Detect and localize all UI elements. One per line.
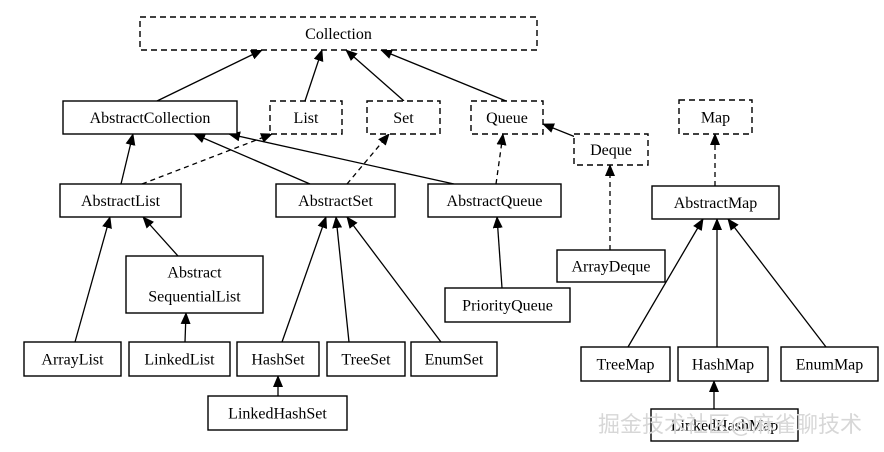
- node-linked-hash-set: LinkedHashSet: [207, 395, 348, 431]
- node-enum-map: EnumMap: [780, 346, 879, 382]
- svg-text:ArrayList: ArrayList: [41, 352, 104, 369]
- svg-text:Collection: Collection: [305, 26, 372, 43]
- svg-text:Queue: Queue: [486, 110, 528, 127]
- arrow-tree-map-to-abstract-map: [627, 218, 704, 348]
- arrow-priority-queue-to-abstract-queue: [492, 216, 503, 289]
- node-abstract-set: AbstractSet: [275, 183, 396, 218]
- svg-text:Abstract: Abstract: [167, 265, 222, 282]
- svg-text:LinkedHashSet: LinkedHashSet: [228, 406, 327, 423]
- svg-text:PriorityQueue: PriorityQueue: [462, 298, 553, 315]
- node-tree-set: TreeSet: [326, 341, 406, 377]
- svg-text:ArrayDeque: ArrayDeque: [571, 259, 650, 276]
- node-hash-map: HashMap: [677, 346, 769, 382]
- svg-text:AbstractCollection: AbstractCollection: [90, 110, 211, 127]
- node-linked-hash-map: LinkedHashMap: [650, 408, 799, 442]
- watermark-text: 掘金技术社区@麻雀聊技术: [598, 413, 862, 438]
- node-abstract-collection: AbstractCollection: [62, 100, 238, 135]
- arrow-abstract-collection-to-collection: [156, 49, 263, 102]
- arrow-abstract-set-to-set: [346, 133, 390, 185]
- svg-text:LinkedList: LinkedList: [144, 352, 215, 369]
- node-abstract-list: AbstractList: [59, 183, 182, 218]
- arrow-set-to-collection: [345, 49, 405, 102]
- arrow-abstract-list-to-abstract-collection: [120, 133, 136, 185]
- arrow-enum-set-to-abstract-set: [346, 216, 442, 343]
- node-array-deque: ArrayDeque: [556, 249, 666, 283]
- arrow-abstract-set-to-abstract-collection: [193, 133, 311, 185]
- node-tree-map: TreeMap: [580, 346, 671, 382]
- node-deque: Deque: [573, 133, 649, 166]
- arrow-linked-list-to-abstract-sequential-list: [180, 312, 191, 343]
- svg-text:Map: Map: [701, 110, 730, 127]
- node-abstract-queue: AbstractQueue: [427, 183, 562, 218]
- svg-text:List: List: [294, 110, 319, 127]
- svg-text:AbstractMap: AbstractMap: [674, 195, 758, 212]
- node-collection: Collection: [139, 16, 538, 51]
- svg-text:LinkedHashMap: LinkedHashMap: [671, 418, 779, 435]
- svg-text:EnumSet: EnumSet: [425, 352, 484, 369]
- arrow-abstract-queue-to-abstract-collection: [228, 131, 455, 185]
- node-map: Map: [678, 99, 753, 135]
- node-linked-list: LinkedList: [128, 341, 231, 377]
- arrow-abstract-sequential-list-to-abstract-list: [142, 216, 179, 257]
- arrow-queue-to-collection: [380, 49, 507, 102]
- node-array-list: ArrayList: [23, 341, 122, 377]
- svg-text:HashSet: HashSet: [251, 352, 305, 369]
- node-enum-set: EnumSet: [410, 341, 498, 377]
- node-hash-set: HashSet: [236, 341, 320, 377]
- type-nodes: Collection AbstractCollection List Set Q…: [23, 16, 879, 442]
- svg-text:TreeMap: TreeMap: [596, 357, 654, 374]
- arrow-array-list-to-abstract-list: [74, 216, 112, 343]
- svg-text:Set: Set: [393, 110, 414, 127]
- arrow-enum-map-to-abstract-map: [727, 218, 827, 348]
- svg-text:AbstractList: AbstractList: [81, 193, 161, 210]
- arrow-abstract-queue-to-queue: [495, 133, 507, 185]
- svg-text:AbstractQueue: AbstractQueue: [447, 193, 543, 210]
- svg-text:HashMap: HashMap: [692, 357, 754, 374]
- node-abstract-sequential-list: Abstract SequentialList: [125, 255, 264, 314]
- node-abstract-map: AbstractMap: [651, 185, 780, 220]
- node-queue: Queue: [470, 100, 544, 135]
- svg-text:TreeSet: TreeSet: [341, 352, 391, 369]
- svg-text:SequentialList: SequentialList: [148, 289, 241, 306]
- inheritance-arrows: [74, 49, 827, 409]
- arrow-hash-set-to-abstract-set: [281, 216, 328, 343]
- svg-text:EnumMap: EnumMap: [796, 357, 864, 374]
- svg-text:Deque: Deque: [590, 142, 632, 159]
- svg-text:AbstractSet: AbstractSet: [298, 193, 373, 210]
- arrow-tree-set-to-abstract-set: [332, 216, 350, 343]
- node-set: Set: [366, 100, 441, 135]
- node-priority-queue: PriorityQueue: [444, 287, 571, 323]
- node-list: List: [269, 100, 343, 135]
- arrow-list-to-collection: [304, 49, 324, 102]
